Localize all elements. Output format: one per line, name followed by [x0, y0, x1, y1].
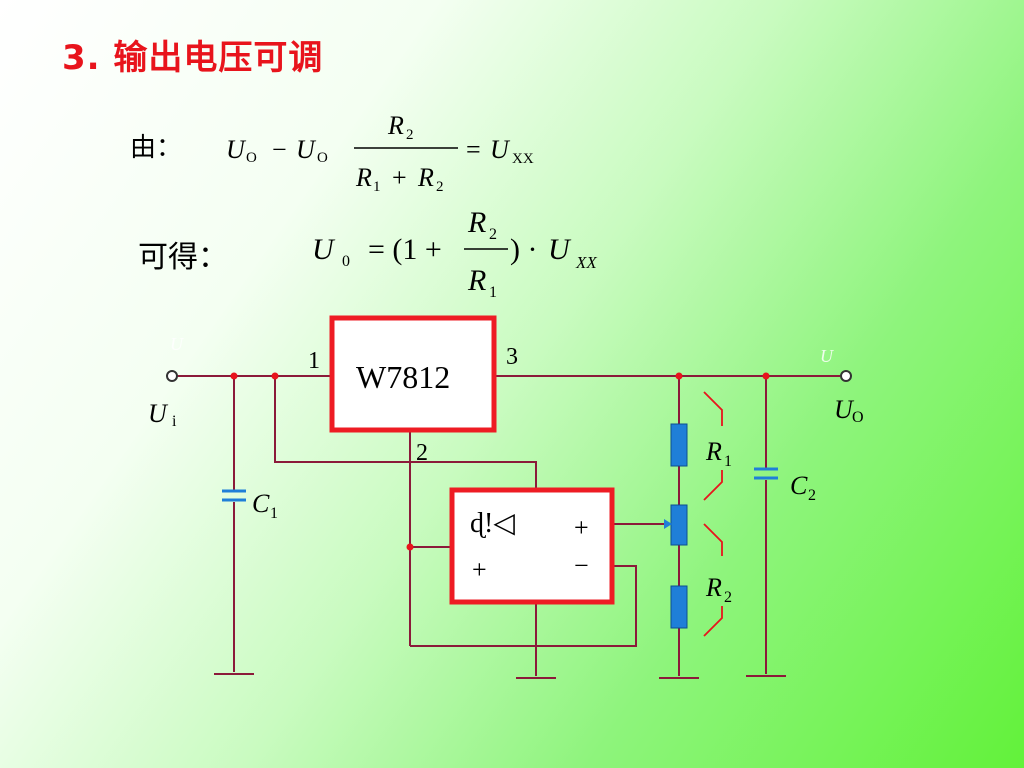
eq1-den-r2: R — [417, 163, 434, 192]
pin3-label: 3 — [506, 344, 518, 370]
c1-sub: 1 — [270, 505, 278, 522]
r1-label: R — [705, 437, 722, 466]
c2-sub: 2 — [808, 487, 816, 504]
feedback-loop-wire — [410, 565, 637, 647]
eq1-u-xx: U — [490, 135, 511, 164]
eq1-sub-o-b: O — [317, 150, 328, 166]
r1-bracket-top — [703, 391, 723, 426]
label-kede: 可得： — [138, 240, 228, 275]
eq2-sub0: 0 — [342, 253, 350, 270]
r2-label: R — [705, 573, 722, 602]
eq2-equals-open: = (1 + — [368, 233, 442, 266]
eq1-minus: − — [272, 135, 287, 164]
eq2-num-r: R — [467, 206, 486, 239]
eq1-num-r: R — [387, 111, 404, 140]
eq2-u-xx: U — [548, 233, 572, 266]
pin1-label: 1 — [308, 348, 320, 374]
junction-resistors — [675, 372, 683, 380]
r1-body — [670, 423, 688, 467]
equation-1: U O − U O R 2 R 1 + R 2 = U XX — [226, 111, 534, 195]
c1-label: C — [252, 489, 270, 518]
opamp-box — [449, 487, 615, 605]
junction-pin2 — [406, 543, 414, 551]
pin2-label: 2 — [416, 440, 428, 466]
r1-bracket-bottom — [703, 470, 723, 501]
input-terminal — [166, 370, 178, 382]
eq1-sub-o-a: O — [246, 150, 257, 166]
eq1-plus: + — [392, 163, 407, 192]
w7812-box — [329, 315, 497, 433]
faint-label-left: U — [170, 334, 184, 354]
uo-label: U — [834, 395, 855, 424]
ui-label: U — [148, 399, 169, 428]
slide-title: 3. 输出电压可调 — [62, 38, 324, 78]
eq2-close-dot: ) · — [510, 233, 537, 266]
ui-sub: i — [172, 413, 177, 430]
label-you: 由： — [130, 133, 183, 163]
faint-label-right: U — [820, 346, 834, 366]
uo-sub: O — [852, 409, 864, 426]
junction-c2 — [762, 372, 770, 380]
eq1-den-sub1: 1 — [373, 179, 381, 195]
eq1-u-a: U — [226, 135, 247, 164]
eq2-den-sub: 1 — [489, 284, 497, 301]
c2-label: C — [790, 471, 808, 500]
eq1-sub-xx: XX — [512, 151, 534, 167]
eq2-sub-xx: XX — [575, 253, 597, 272]
eq2-u0: U — [312, 233, 336, 266]
junction-supply — [271, 372, 279, 380]
eq1-u-b: U — [296, 135, 317, 164]
eq1-den-sub2: 2 — [436, 179, 444, 195]
eq1-equals: = — [466, 135, 481, 164]
equation-2: U 0 = (1 + R 2 R 1 ) · U XX — [312, 206, 597, 301]
opamp-minus-right: − — [574, 551, 589, 580]
wiper-arrow-icon — [664, 519, 672, 529]
eq1-num-sub: 2 — [406, 127, 414, 143]
output-terminal — [840, 370, 852, 382]
opamp-plus-right: + — [574, 513, 589, 542]
rp-body — [670, 504, 688, 546]
eq2-den-r: R — [467, 264, 486, 297]
w7812-label: W7812 — [356, 359, 450, 395]
opamp-plus-left: + — [472, 555, 487, 584]
eq2-num-sub: 2 — [489, 226, 497, 243]
junction-c1 — [230, 372, 238, 380]
r2-bracket-top — [703, 523, 723, 556]
eq1-den-r1: R — [355, 163, 372, 192]
r1-sub: 1 — [724, 453, 732, 470]
r2-body — [670, 585, 688, 629]
r2-sub: 2 — [724, 589, 732, 606]
opamp-supply-wire — [274, 376, 537, 490]
r2-bracket-bottom — [703, 606, 723, 637]
opamp-symbol: ɖ!◁ — [470, 508, 515, 539]
